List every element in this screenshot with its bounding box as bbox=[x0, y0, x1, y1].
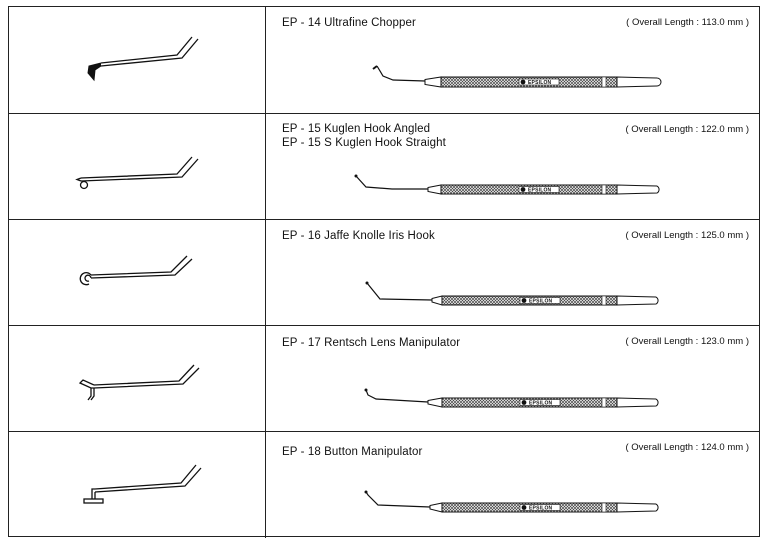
instrument-drawing: EPSILON bbox=[364, 490, 659, 513]
instrument-info-cell: EP - 15 Kuglen Hook Angled EP - 15 S Kug… bbox=[266, 114, 759, 220]
chopper-tip-drawing bbox=[87, 36, 199, 82]
brand-label: EPSILON bbox=[529, 401, 553, 407]
instrument-drawing: EPSILON bbox=[354, 174, 660, 195]
brand-label: EPSILON bbox=[528, 80, 552, 86]
iris-hook-tip-drawing bbox=[79, 255, 193, 286]
tip-detail-cell bbox=[9, 220, 266, 326]
instrument-name: EP - 18 Button Manipulator bbox=[282, 446, 423, 458]
instrument-drawing: EPSILON bbox=[372, 65, 662, 88]
instrument-row-ep14: EP - 14 Ultrafine Chopper ( Overall Leng… bbox=[9, 7, 759, 113]
instrument-drawing: EPSILON bbox=[364, 388, 659, 408]
brand-label: EPSILON bbox=[528, 188, 552, 194]
kuglen-hook-tip-drawing bbox=[75, 156, 199, 190]
button-manipulator-tip-drawing bbox=[83, 464, 202, 504]
overall-length: ( Overall Length : 113.0 mm ) bbox=[626, 17, 749, 28]
instrument-row-ep16: EP - 16 Jaffe Knolle Iris Hook ( Overall… bbox=[9, 219, 759, 326]
overall-length: ( Overall Length : 125.0 mm ) bbox=[625, 230, 749, 241]
instrument-row-ep18: EP - 18 Button Manipulator ( Overall Len… bbox=[9, 431, 759, 538]
instrument-row-ep17: EP - 17 Rentsch Lens Manipulator ( Overa… bbox=[9, 325, 759, 432]
tip-detail-cell bbox=[9, 114, 266, 220]
tip-detail-cell bbox=[9, 432, 266, 538]
brand-label: EPSILON bbox=[529, 506, 553, 512]
instrument-info-cell: EP - 16 Jaffe Knolle Iris Hook ( Overall… bbox=[266, 220, 759, 326]
overall-length: ( Overall Length : 123.0 mm ) bbox=[625, 336, 749, 347]
rentsch-manipulator-tip-drawing bbox=[78, 364, 200, 401]
instrument-name: EP - 17 Rentsch Lens Manipulator bbox=[282, 337, 461, 349]
tip-detail-cell bbox=[9, 326, 266, 432]
instrument-info-cell: EP - 18 Button Manipulator ( Overall Len… bbox=[266, 432, 759, 538]
instrument-info-cell: EP - 14 Ultrafine Chopper ( Overall Leng… bbox=[266, 7, 759, 113]
overall-length: ( Overall Length : 122.0 mm ) bbox=[625, 124, 749, 135]
instrument-row-ep15: EP - 15 Kuglen Hook Angled EP - 15 S Kug… bbox=[9, 113, 759, 220]
instrument-catalog-table: EP - 14 Ultrafine Chopper ( Overall Leng… bbox=[8, 6, 760, 538]
instrument-drawing: EPSILON bbox=[365, 281, 659, 306]
instrument-name: EP - 15 Kuglen Hook Angled bbox=[282, 123, 431, 135]
instrument-name: EP - 14 Ultrafine Chopper bbox=[282, 17, 416, 29]
instrument-name: EP - 16 Jaffe Knolle Iris Hook bbox=[282, 230, 435, 242]
instrument-name-variant: EP - 15 S Kuglen Hook Straight bbox=[282, 137, 446, 149]
brand-label: EPSILON bbox=[529, 299, 553, 305]
tip-detail-cell bbox=[9, 7, 266, 113]
instrument-info-cell: EP - 17 Rentsch Lens Manipulator ( Overa… bbox=[266, 326, 759, 432]
overall-length: ( Overall Length : 124.0 mm ) bbox=[625, 442, 749, 453]
